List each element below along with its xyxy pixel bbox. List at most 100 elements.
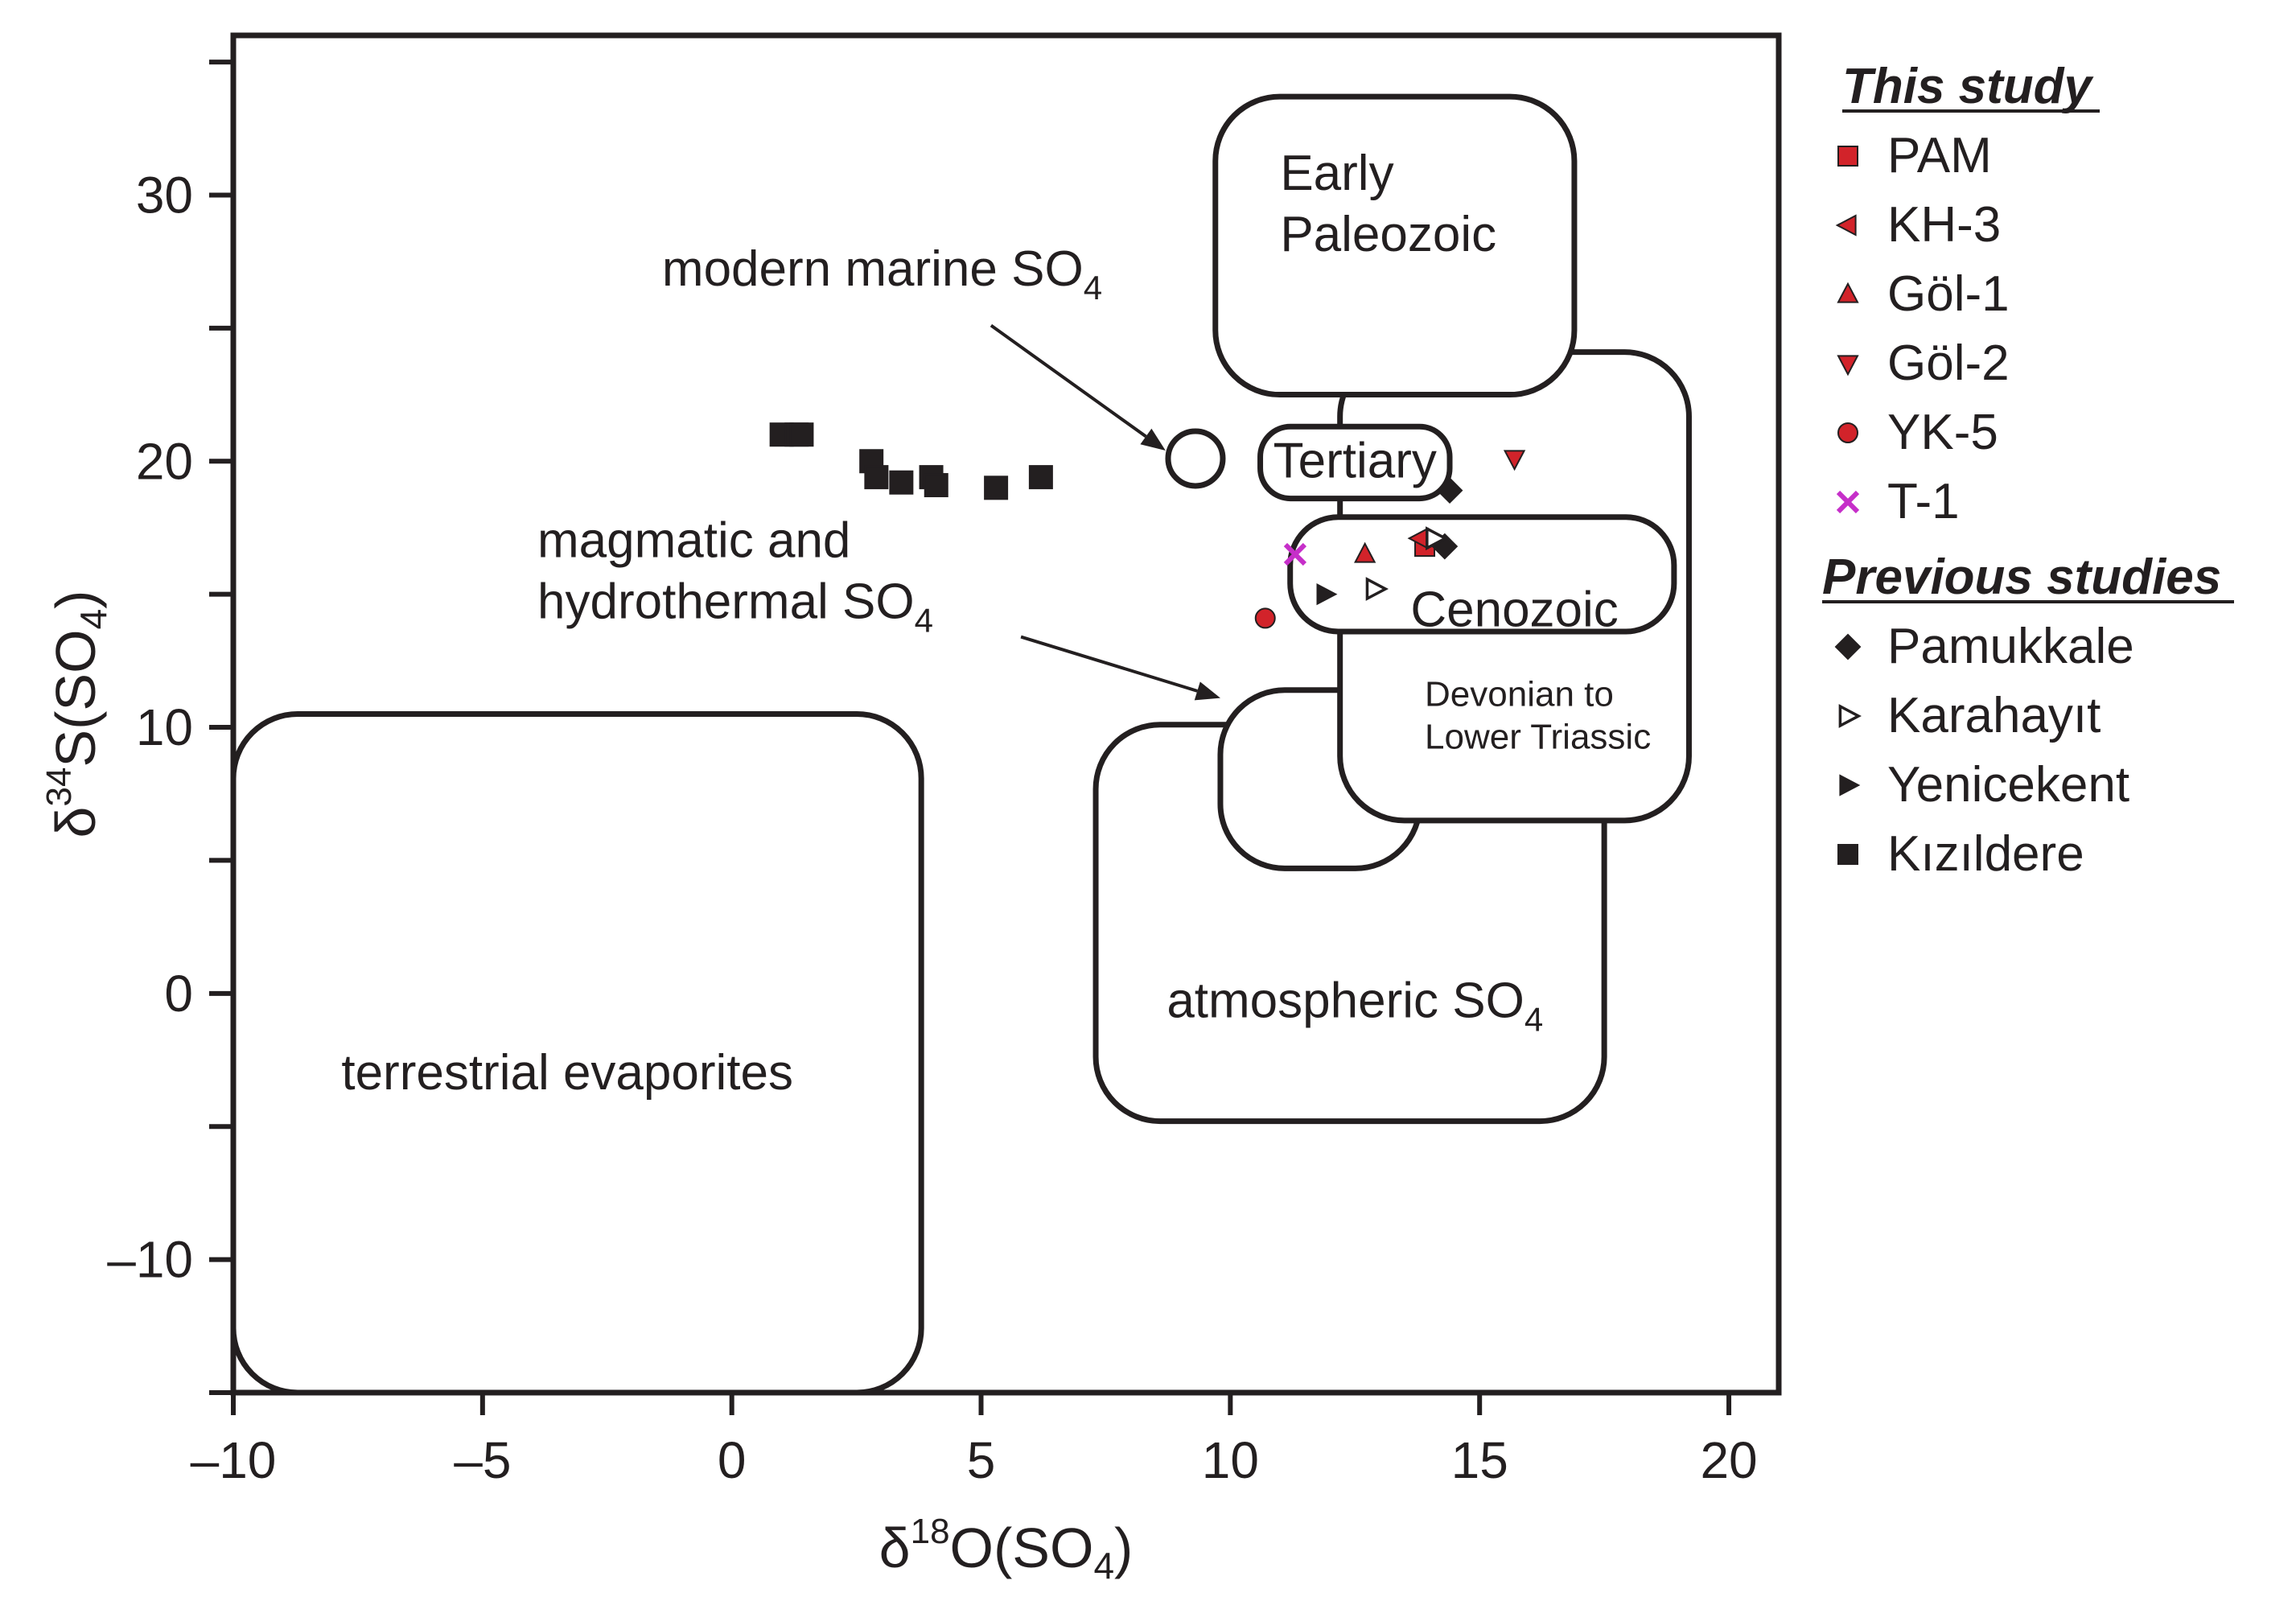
legend-label-yenicekent: Yenicekent <box>1887 757 2129 813</box>
legend-marker-yk-5 <box>1837 422 1858 443</box>
y-tick-label: 0 <box>164 965 193 1023</box>
point-k-z-ldere-2 <box>789 422 814 447</box>
legend-label-yk-5: YK-5 <box>1887 405 1998 460</box>
point-k-z-ldere-9 <box>1028 465 1053 490</box>
x-tick-label: 15 <box>1451 1431 1508 1489</box>
modern-marine-circle <box>1165 428 1226 489</box>
y-tick-label: –10 <box>107 1231 193 1289</box>
point-yenicekent-0 <box>1316 582 1338 606</box>
legend-marker-karahay-t <box>1838 704 1862 728</box>
y-tick-label: 30 <box>136 166 193 224</box>
legend-title-1: Previous studies <box>1822 549 2221 605</box>
x-tick-label: –5 <box>454 1431 511 1489</box>
legend-marker-kh-3 <box>1835 214 1857 237</box>
x-tick-label: –10 <box>191 1431 277 1489</box>
field-label-terrestrial: terrestrial evaporites <box>341 1045 793 1101</box>
legend-marker-kh-3-shape <box>1835 214 1857 237</box>
point-k-z-ldere-4-shape <box>864 465 889 490</box>
field-label-cenozoic: Cenozoic <box>1410 582 1618 637</box>
point-k-z-ldere-2-shape <box>789 422 814 447</box>
y-tick-label: 10 <box>136 698 193 756</box>
legend-marker-pam-shape <box>1837 146 1858 167</box>
plot-frame <box>230 32 1782 1396</box>
x-tick-label: 10 <box>1202 1431 1259 1489</box>
legend-marker-karahay-t-shape <box>1838 704 1862 728</box>
legend-marker-pam <box>1837 146 1858 167</box>
legend-label-pamukkale: Pamukkale <box>1887 619 2134 674</box>
point-k-z-ldere-7-shape <box>924 473 948 498</box>
y-axis-label: δ34S(SO4) <box>39 591 114 838</box>
x-axis-label: δ18O(SO4) <box>879 1512 1134 1587</box>
legend-title-0: This study <box>1842 59 2095 114</box>
legend-marker-k-z-ldere <box>1837 844 1858 865</box>
legend-marker-t-1-stroke-b <box>1836 490 1860 514</box>
arrow-head-1 <box>1194 681 1220 701</box>
point-k-z-ldere-9-shape <box>1028 465 1053 490</box>
x-tick-label: 20 <box>1700 1431 1757 1489</box>
point-k-z-ldere-5 <box>889 470 914 495</box>
point-karahay-t-0-shape <box>1365 577 1389 601</box>
point-karahay-t-0 <box>1365 577 1389 601</box>
field-cenozoic <box>1287 514 1677 635</box>
point-k-z-ldere-4 <box>864 465 889 490</box>
field-tertiary <box>1257 423 1453 502</box>
arrow-shaft-1 <box>1020 635 1198 693</box>
legend-marker-k-z-ldere-shape <box>1837 844 1858 865</box>
region-label-0: Early <box>1280 146 1393 201</box>
field-label-tertiary: Tertiary <box>1273 433 1437 488</box>
region-label-4: magmatic and <box>537 512 850 568</box>
field-early-paleozoic <box>1212 93 1578 398</box>
point-yk-5-0-shape <box>1254 607 1276 629</box>
point-karahay-t-1-shape <box>1426 526 1449 551</box>
field-label-atmospheric: atmospheric SO4 <box>1167 973 1543 1039</box>
point-k-z-ldere-5-shape <box>889 470 914 495</box>
point-k-z-ldere-8-shape <box>984 475 1009 500</box>
region-label-2: Devonian to <box>1425 675 1614 714</box>
y-tick-label: 20 <box>136 432 193 490</box>
point-g-l-2-0 <box>1503 450 1526 471</box>
point-g-l-1-0 <box>1354 541 1376 563</box>
legend-marker-g-l-1 <box>1837 282 1859 303</box>
legend-marker-yenicekent-shape <box>1839 774 1861 796</box>
legend-label-karahay-t: Karahayıt <box>1887 688 2101 743</box>
legend-label-kh-3: KH-3 <box>1887 197 2001 253</box>
legend-label-t-1: T-1 <box>1887 474 1960 529</box>
point-pamukkale-0 <box>1436 477 1463 504</box>
legend-label-g-l-2: Göl-2 <box>1887 335 2010 391</box>
x-tick-label: 0 <box>718 1431 747 1489</box>
axes: –10 –5 0 5 10 15 20 –10 0 10 20 30 δ18O(SO4) δ34S(SO4… <box>39 60 1758 1587</box>
legend-marker-g-l-1-shape <box>1837 282 1859 303</box>
x-tick-label: 5 <box>967 1431 996 1489</box>
point-karahay-t-1 <box>1426 526 1449 551</box>
point-pamukkale-0-shape <box>1436 477 1463 504</box>
point-k-z-ldere-8 <box>984 475 1009 500</box>
isotope-fields: terrestrial evaporites atmospheric SO4 Ter… <box>230 93 1692 1396</box>
legend-label-pam: PAM <box>1887 128 1992 183</box>
legend-marker-pamukkale-shape <box>1834 633 1862 661</box>
legend-marker-g-l-2 <box>1837 355 1859 377</box>
point-g-l-2-0-shape <box>1503 450 1526 471</box>
point-yk-5-0 <box>1254 607 1276 629</box>
legend-marker-g-l-2-shape <box>1837 355 1859 377</box>
annotation-arrows <box>990 323 1220 701</box>
point-k-z-ldere-7 <box>924 473 948 498</box>
data-points <box>769 422 1526 629</box>
legend-label-k-z-ldere: Kızıldere <box>1887 826 2084 882</box>
region-label-5: hydrothermal SO4 <box>537 574 933 639</box>
legend-marker-pamukkale <box>1834 633 1862 661</box>
legend-marker-yenicekent <box>1839 774 1861 796</box>
point-yenicekent-0-shape <box>1316 582 1338 606</box>
legend-marker-yk-5-shape <box>1837 422 1858 443</box>
point-g-l-1-0-shape <box>1354 541 1376 563</box>
point-t-1-0 <box>1283 542 1307 566</box>
region-label-6: modern marine SO4 <box>662 241 1102 307</box>
arrow-shaft-0 <box>990 323 1147 438</box>
region-label-1: Paleozoic <box>1280 207 1496 262</box>
region-label-3: Lower Triassic <box>1425 718 1651 757</box>
point-t-1-0-stroke-b <box>1283 542 1307 566</box>
legend-label-g-l-1: Göl-1 <box>1887 266 2010 322</box>
arrow-head-0 <box>1140 428 1166 451</box>
